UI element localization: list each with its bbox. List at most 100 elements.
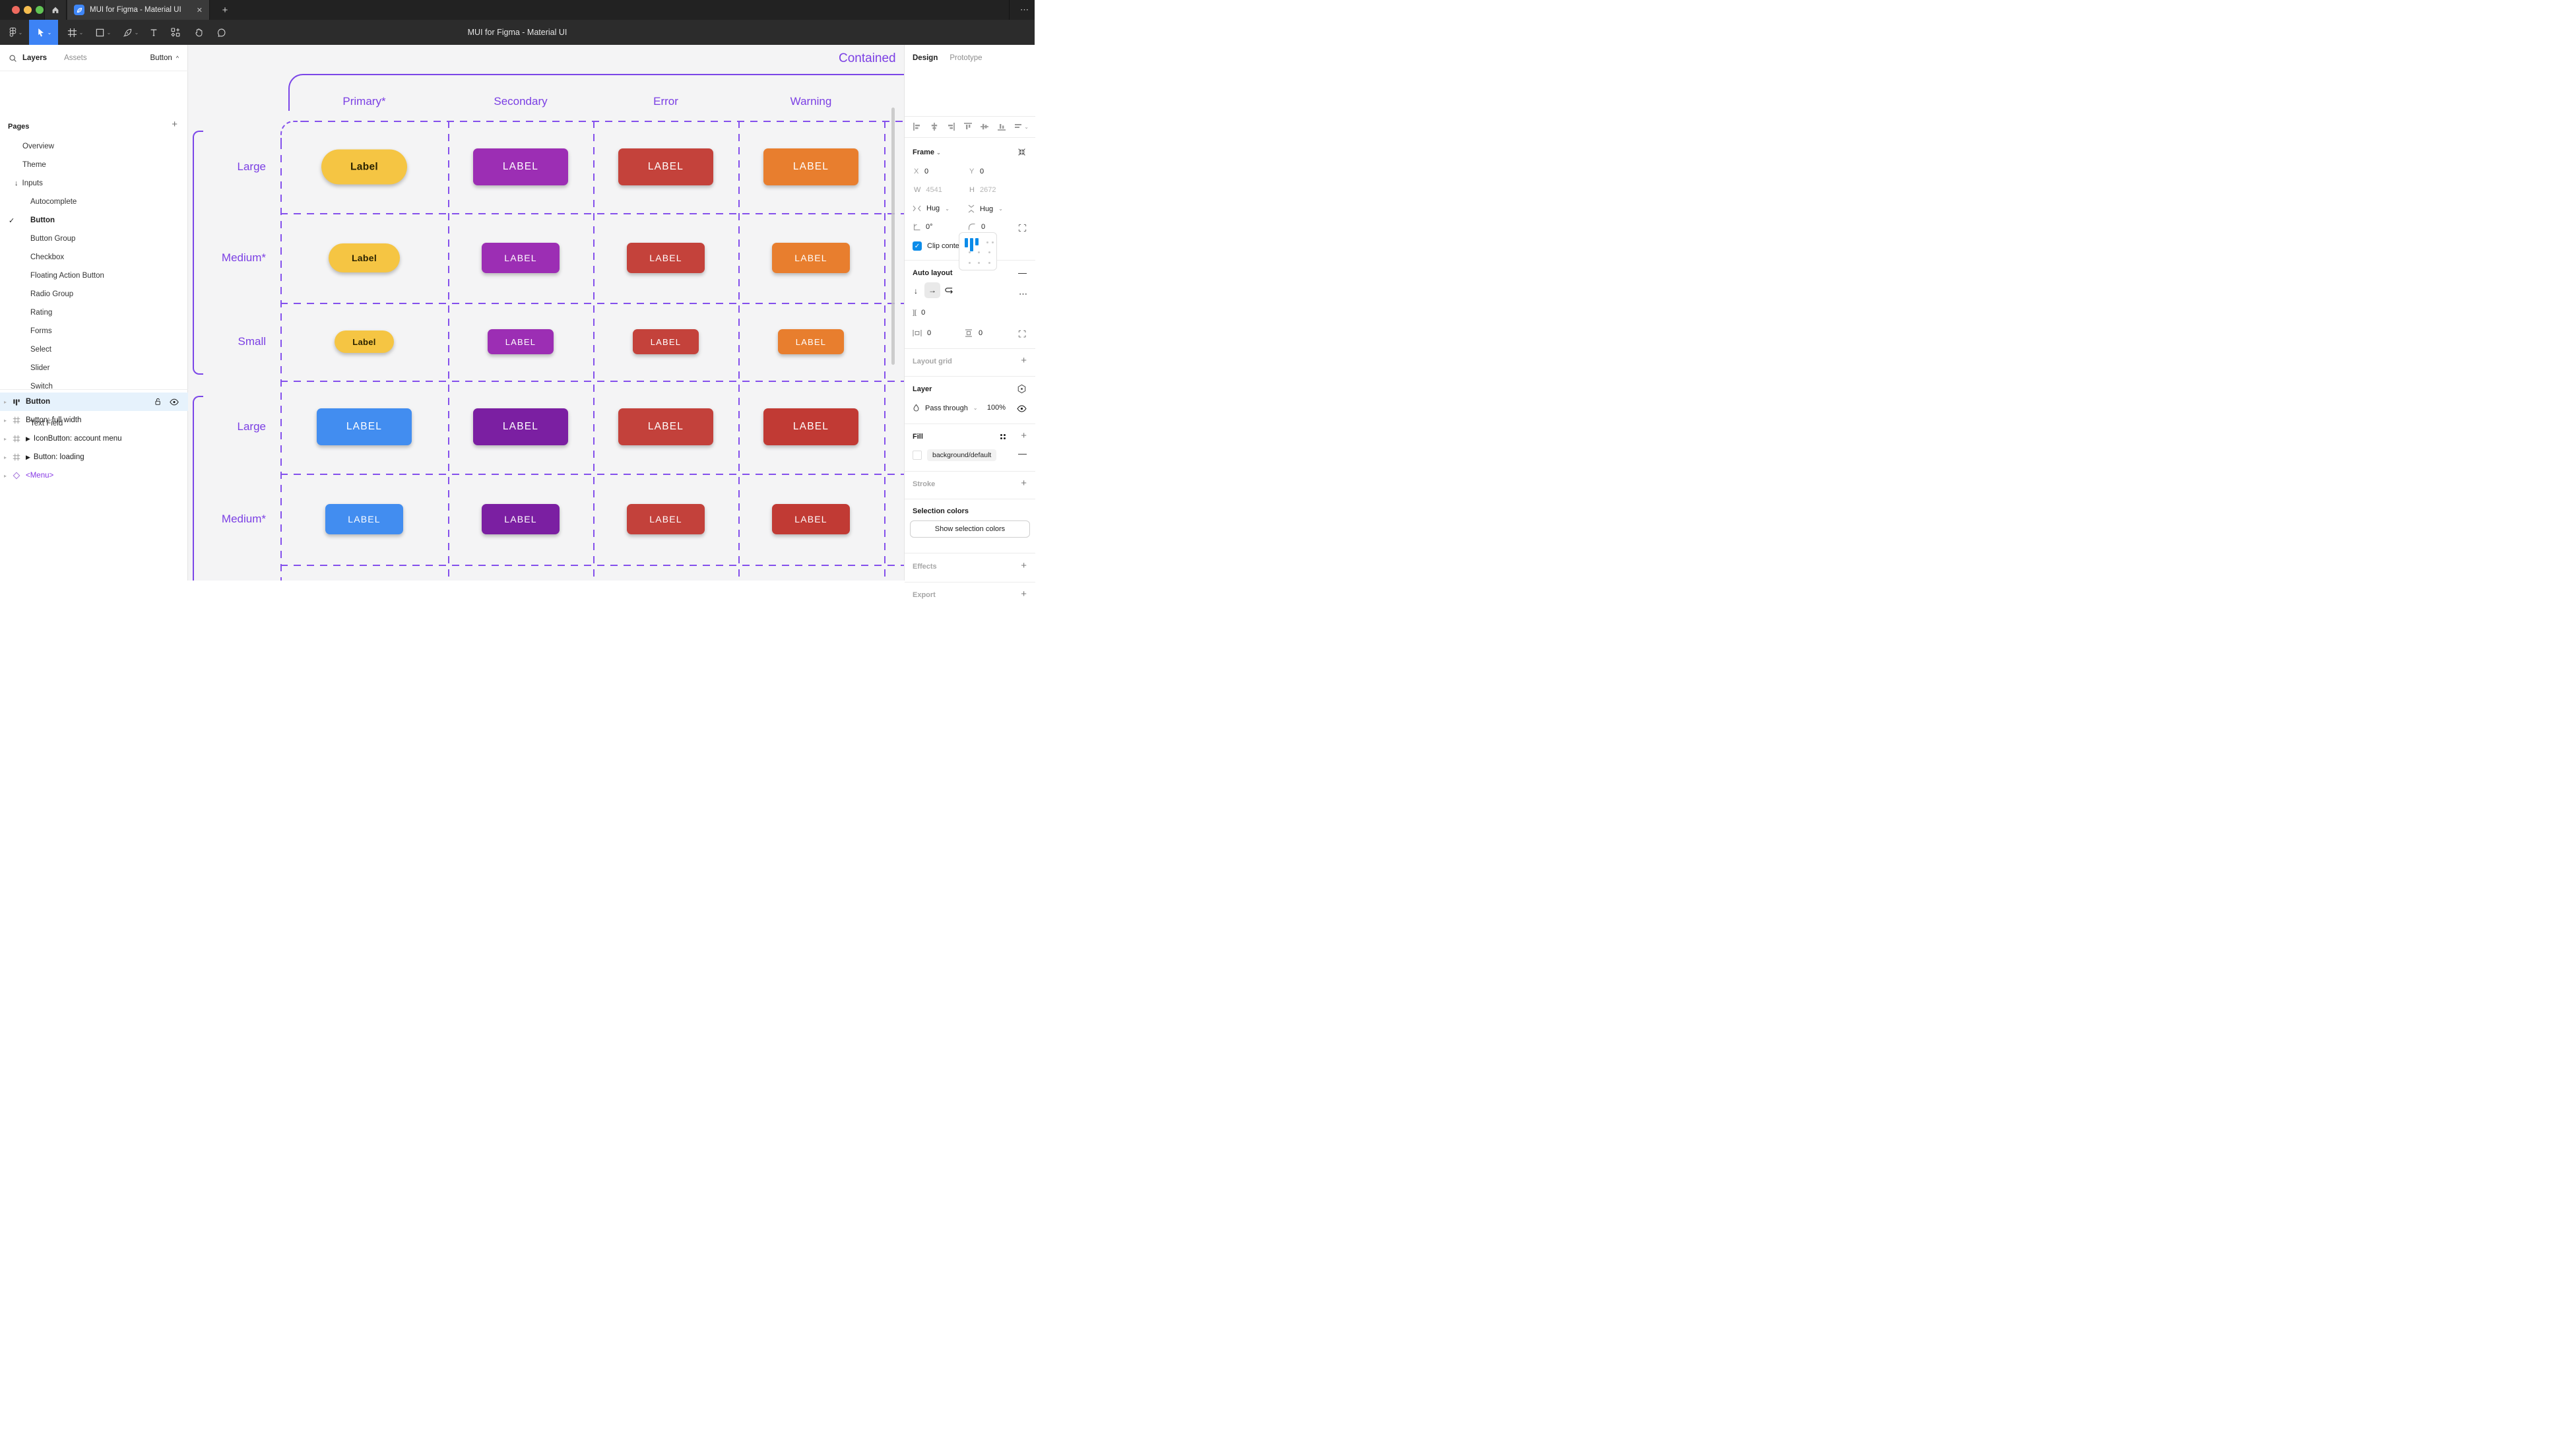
page-item[interactable]: Floating Action Button — [30, 272, 104, 280]
main-menu-button[interactable]: ⌄ — [4, 20, 28, 45]
resources-tool-button[interactable] — [165, 20, 186, 45]
eye-icon[interactable] — [1017, 405, 1027, 412]
horizontal-padding-field[interactable]: 0 — [913, 329, 931, 337]
canvas-button[interactable]: LABEL — [627, 504, 705, 534]
rotation-field[interactable]: 0° — [913, 223, 933, 231]
layer-row[interactable]: ▸ Button: full width — [0, 411, 188, 429]
page-item[interactable]: Button Group — [30, 235, 76, 243]
remove-fill-button[interactable]: — — [1018, 449, 1027, 458]
layer-row[interactable]: ▸ <Menu> — [0, 466, 188, 485]
file-tab[interactable]: MUI for Figma - Material UI ✕ — [67, 0, 210, 20]
checkbox-checked-icon[interactable]: ✓ — [913, 241, 922, 251]
fill-token-chip[interactable]: background/default — [927, 449, 997, 461]
align-horizontal-center-icon[interactable] — [930, 122, 939, 131]
page-item[interactable]: Radio Group — [30, 290, 74, 298]
show-selection-colors-button[interactable]: Show selection colors — [910, 520, 1030, 538]
canvas-button[interactable]: Label — [321, 149, 407, 185]
expand-chevron-icon[interactable]: ▸ — [4, 417, 7, 424]
page-item[interactable]: Overview — [22, 142, 54, 150]
add-page-button[interactable]: + — [172, 119, 177, 130]
page-item[interactable]: Switch — [30, 383, 53, 391]
window-zoom-button[interactable] — [36, 6, 44, 14]
page-item[interactable]: Select — [30, 346, 51, 354]
home-tab[interactable] — [44, 0, 67, 20]
blend-mode-select[interactable]: Pass through⌄ — [913, 404, 978, 412]
column-header[interactable]: Secondary — [494, 95, 548, 108]
tab-prototype[interactable]: Prototype — [950, 54, 982, 62]
row-label[interactable]: Small — [238, 335, 266, 348]
independent-corners-icon[interactable] — [1018, 224, 1027, 232]
row-label[interactable]: Medium* — [221, 513, 266, 525]
canvas-section-title[interactable]: Contained — [839, 51, 896, 65]
add-stroke-button[interactable]: + — [1021, 478, 1027, 489]
canvas-button[interactable]: Label — [329, 243, 400, 272]
shape-tool-button[interactable]: ⌄ — [90, 20, 116, 45]
corner-radius-field[interactable]: 0 — [968, 223, 985, 231]
canvas-button[interactable]: LABEL — [772, 504, 850, 534]
expand-chevron-icon[interactable]: ▸ — [4, 472, 7, 479]
tab-layers[interactable]: Layers — [22, 53, 48, 62]
canvas-button[interactable]: LABEL — [763, 408, 858, 445]
clip-content-row[interactable]: ✓ Clip content — [913, 241, 965, 251]
align-left-icon[interactable] — [913, 122, 922, 131]
canvas-button[interactable]: LABEL — [325, 504, 403, 534]
canvas-scrollbar[interactable] — [891, 108, 895, 365]
frame-section-title[interactable]: Frame ⌄ — [913, 148, 941, 156]
canvas-button[interactable]: Label — [335, 330, 394, 353]
gap-field[interactable]: ]|[ 0 — [913, 309, 926, 317]
align-right-icon[interactable] — [946, 122, 955, 131]
fill-color-swatch[interactable] — [913, 451, 922, 460]
page-item[interactable]: Forms — [30, 327, 52, 335]
page-item[interactable]: Text Field — [30, 420, 63, 427]
remove-auto-layout-button[interactable]: — — [1018, 268, 1027, 278]
add-effect-button[interactable]: + — [1021, 560, 1027, 571]
expand-chevron-icon[interactable]: ▸ — [4, 398, 7, 405]
column-header[interactable]: Warning — [790, 95, 832, 108]
window-close-button[interactable] — [12, 6, 20, 14]
canvas-button[interactable]: LABEL — [317, 408, 412, 445]
add-fill-button[interactable]: + — [1021, 430, 1027, 441]
canvas[interactable]: Contained Primary* Secondary Error Warni… — [188, 45, 904, 581]
canvas-button[interactable]: LABEL — [627, 243, 705, 273]
canvas-button[interactable]: LABEL — [778, 329, 844, 354]
align-vertical-center-icon[interactable] — [980, 122, 989, 131]
page-item[interactable]: Theme — [22, 161, 46, 169]
page-item[interactable]: Slider — [30, 364, 50, 372]
canvas-button[interactable]: LABEL — [482, 504, 560, 534]
hand-tool-button[interactable] — [189, 20, 209, 45]
canvas-button[interactable]: LABEL — [473, 408, 568, 445]
page-item-current[interactable]: ✓Button — [9, 216, 55, 225]
expand-chevron-icon[interactable]: ▸ — [4, 454, 7, 460]
tab-design[interactable]: Design — [913, 54, 938, 62]
canvas-button[interactable]: LABEL — [772, 243, 850, 273]
tab-assets[interactable]: Assets — [64, 53, 87, 62]
comment-tool-button[interactable] — [211, 20, 231, 45]
canvas-button[interactable]: LABEL — [473, 148, 568, 185]
row-label[interactable]: Large — [237, 160, 266, 173]
new-tab-button[interactable]: + — [222, 4, 228, 16]
canvas-button[interactable]: LABEL — [618, 148, 713, 185]
wrap-icon[interactable] — [944, 286, 954, 295]
eye-icon[interactable] — [170, 398, 179, 406]
page-item[interactable]: Checkbox — [30, 253, 65, 261]
column-header[interactable]: Primary* — [342, 95, 386, 108]
unlock-icon[interactable] — [154, 398, 162, 406]
opacity-field[interactable]: 100% — [986, 404, 1006, 412]
blend-mode-icon[interactable] — [1017, 384, 1027, 394]
canvas-button[interactable]: LABEL — [618, 408, 713, 445]
canvas-button[interactable]: LABEL — [482, 243, 560, 273]
add-layout-grid-button[interactable]: + — [1021, 355, 1027, 366]
vertical-resizing-select[interactable]: Hug⌄ — [968, 204, 1003, 213]
layer-row[interactable]: ▸ ▶ Button: loading — [0, 448, 188, 466]
row-label[interactable]: Medium* — [221, 251, 266, 264]
horizontal-resizing-select[interactable]: Hug⌄ — [913, 204, 950, 212]
align-bottom-icon[interactable] — [997, 122, 1006, 131]
fill-row[interactable]: background/default — [913, 449, 997, 461]
auto-layout-more-button[interactable]: ⋯ — [1019, 289, 1028, 299]
window-more-menu[interactable]: ⋯ — [1020, 5, 1029, 15]
page-selector[interactable]: Button ^ — [150, 54, 179, 62]
